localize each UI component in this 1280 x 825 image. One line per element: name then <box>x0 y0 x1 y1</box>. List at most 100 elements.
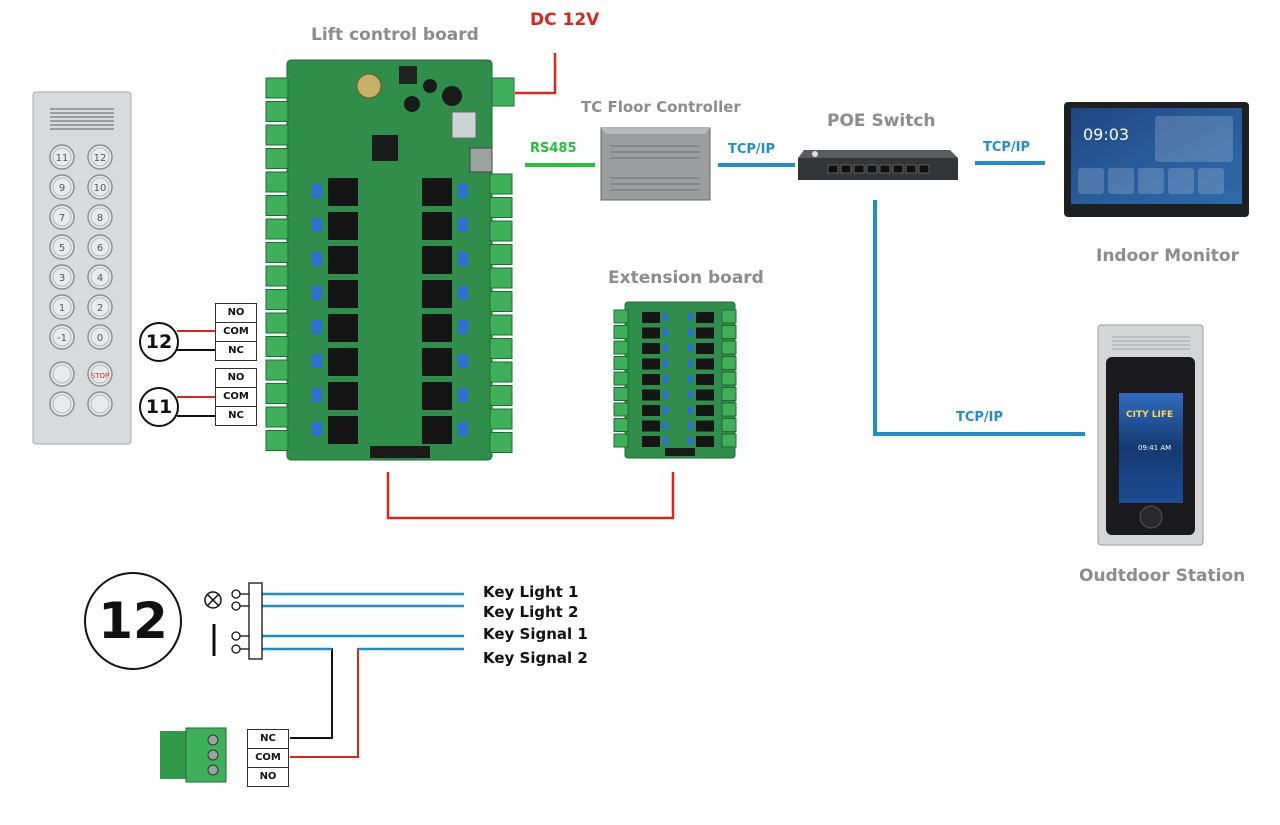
ext-led <box>688 328 693 337</box>
pcb-led <box>312 388 322 402</box>
pcb-led <box>458 252 468 266</box>
ext-terminal <box>721 356 737 370</box>
ext-terminal <box>721 418 737 432</box>
svg-text:9: 9 <box>59 183 65 194</box>
floor-12-badge: 12 <box>139 322 179 362</box>
extension-board-label: Extension board <box>608 268 764 288</box>
ext-relay <box>696 358 714 370</box>
panel-button: -1 <box>49 324 75 350</box>
panel-button: 11 <box>49 144 75 170</box>
pcb-relay <box>422 246 452 274</box>
indoor-monitor-device <box>1064 102 1249 217</box>
outdoor-station-label: Oudtdoor Station <box>1079 566 1246 586</box>
ext-relay <box>696 420 714 432</box>
svg-text:4: 4 <box>97 273 103 284</box>
tc-floor-controller-device <box>600 127 711 201</box>
outdoor-station-device <box>1097 324 1204 546</box>
ext-terminal <box>613 371 629 386</box>
ext-terminal <box>721 340 737 355</box>
relay11-terminal-com: COM <box>215 387 257 407</box>
ext-relay <box>696 343 714 354</box>
ext-terminal <box>721 325 737 339</box>
pcb-terminal <box>489 408 513 430</box>
pcb-led <box>458 422 468 436</box>
pcb-led <box>458 354 468 368</box>
ext-led <box>688 344 693 352</box>
ext-relay <box>642 420 660 432</box>
pcb-led <box>312 218 322 232</box>
svg-text:8: 8 <box>97 213 103 224</box>
ext-terminal <box>721 309 737 324</box>
poe-port <box>918 164 930 174</box>
pcb-terminal <box>489 173 513 195</box>
poe-port <box>892 164 904 174</box>
pcb-relay <box>328 212 358 240</box>
pcb-relay <box>422 178 452 206</box>
pcb-terminal <box>489 385 513 406</box>
ext-led <box>663 437 668 445</box>
relay12-terminal-com: COM <box>215 322 257 342</box>
pcb-terminal <box>489 220 513 242</box>
ext-relay <box>642 358 660 370</box>
ext-led <box>688 375 693 383</box>
ext-relay <box>696 374 714 385</box>
dc-power-label: DC 12V <box>530 10 600 30</box>
poe-switch-label: POE Switch <box>827 111 936 131</box>
green-terminal-block <box>160 727 227 783</box>
pcb-terminal <box>265 124 289 146</box>
ext-terminal <box>613 387 629 401</box>
ext-terminal <box>613 433 629 448</box>
outdoor-time: 09:41 AM <box>1138 444 1172 452</box>
poe-port <box>853 164 865 174</box>
ext-led <box>688 313 693 321</box>
wire-label-key-light-1: Key Light 1 <box>483 583 579 601</box>
ext-led <box>663 375 668 383</box>
monitor-time: 09:03 <box>1083 125 1130 144</box>
pcb-terminal <box>265 312 289 334</box>
ext-led <box>688 437 693 445</box>
ext-relay <box>696 312 714 323</box>
tcpip-label-2: TCP/IP <box>983 140 1031 155</box>
pcb-led <box>458 184 468 198</box>
pcb-relay <box>328 416 358 444</box>
poe-port <box>827 164 839 174</box>
pcb-relay <box>422 348 452 376</box>
ext-relay <box>642 405 660 416</box>
extension-link-wire <box>386 472 675 520</box>
wire-label-key-signal-2: Key Signal 2 <box>483 649 588 667</box>
ext-terminal <box>613 340 629 355</box>
ext-terminal <box>721 433 737 448</box>
key-light-symbol <box>204 589 250 611</box>
panel-button: STOP <box>87 361 113 387</box>
svg-text:-1: -1 <box>57 333 67 344</box>
tcpip-label-1: TCP/IP <box>728 142 776 157</box>
ext-relay <box>696 436 714 447</box>
panel-button: 9 <box>49 174 75 200</box>
tcpip-wire-poe-outdoor <box>873 200 1085 436</box>
key-switch-symbol <box>212 624 250 656</box>
pcb-terminal <box>489 314 513 336</box>
key-terminal-nc: NC <box>247 729 289 749</box>
pcb-led <box>312 354 322 368</box>
panel-button: 0 <box>87 324 113 350</box>
floor-11-badge: 11 <box>139 387 179 427</box>
panel-button: 6 <box>87 234 113 260</box>
poe-port <box>866 164 878 174</box>
pcb-terminal <box>489 338 513 359</box>
key-detail-floor-badge: 12 <box>84 572 182 670</box>
ext-relay <box>642 343 660 354</box>
ext-terminal <box>613 325 629 339</box>
pcb-terminal <box>265 406 289 428</box>
outdoor-brand: CITY LIFE <box>1126 410 1174 420</box>
svg-text:11: 11 <box>56 153 69 164</box>
svg-text:7: 7 <box>59 213 65 224</box>
panel-button: 3 <box>49 264 75 290</box>
pcb-terminal <box>265 336 289 357</box>
pcb-relay <box>328 178 358 206</box>
pcb-led <box>458 286 468 300</box>
ext-led <box>688 406 693 414</box>
ext-terminal <box>721 387 737 401</box>
pcb-led <box>312 184 322 198</box>
